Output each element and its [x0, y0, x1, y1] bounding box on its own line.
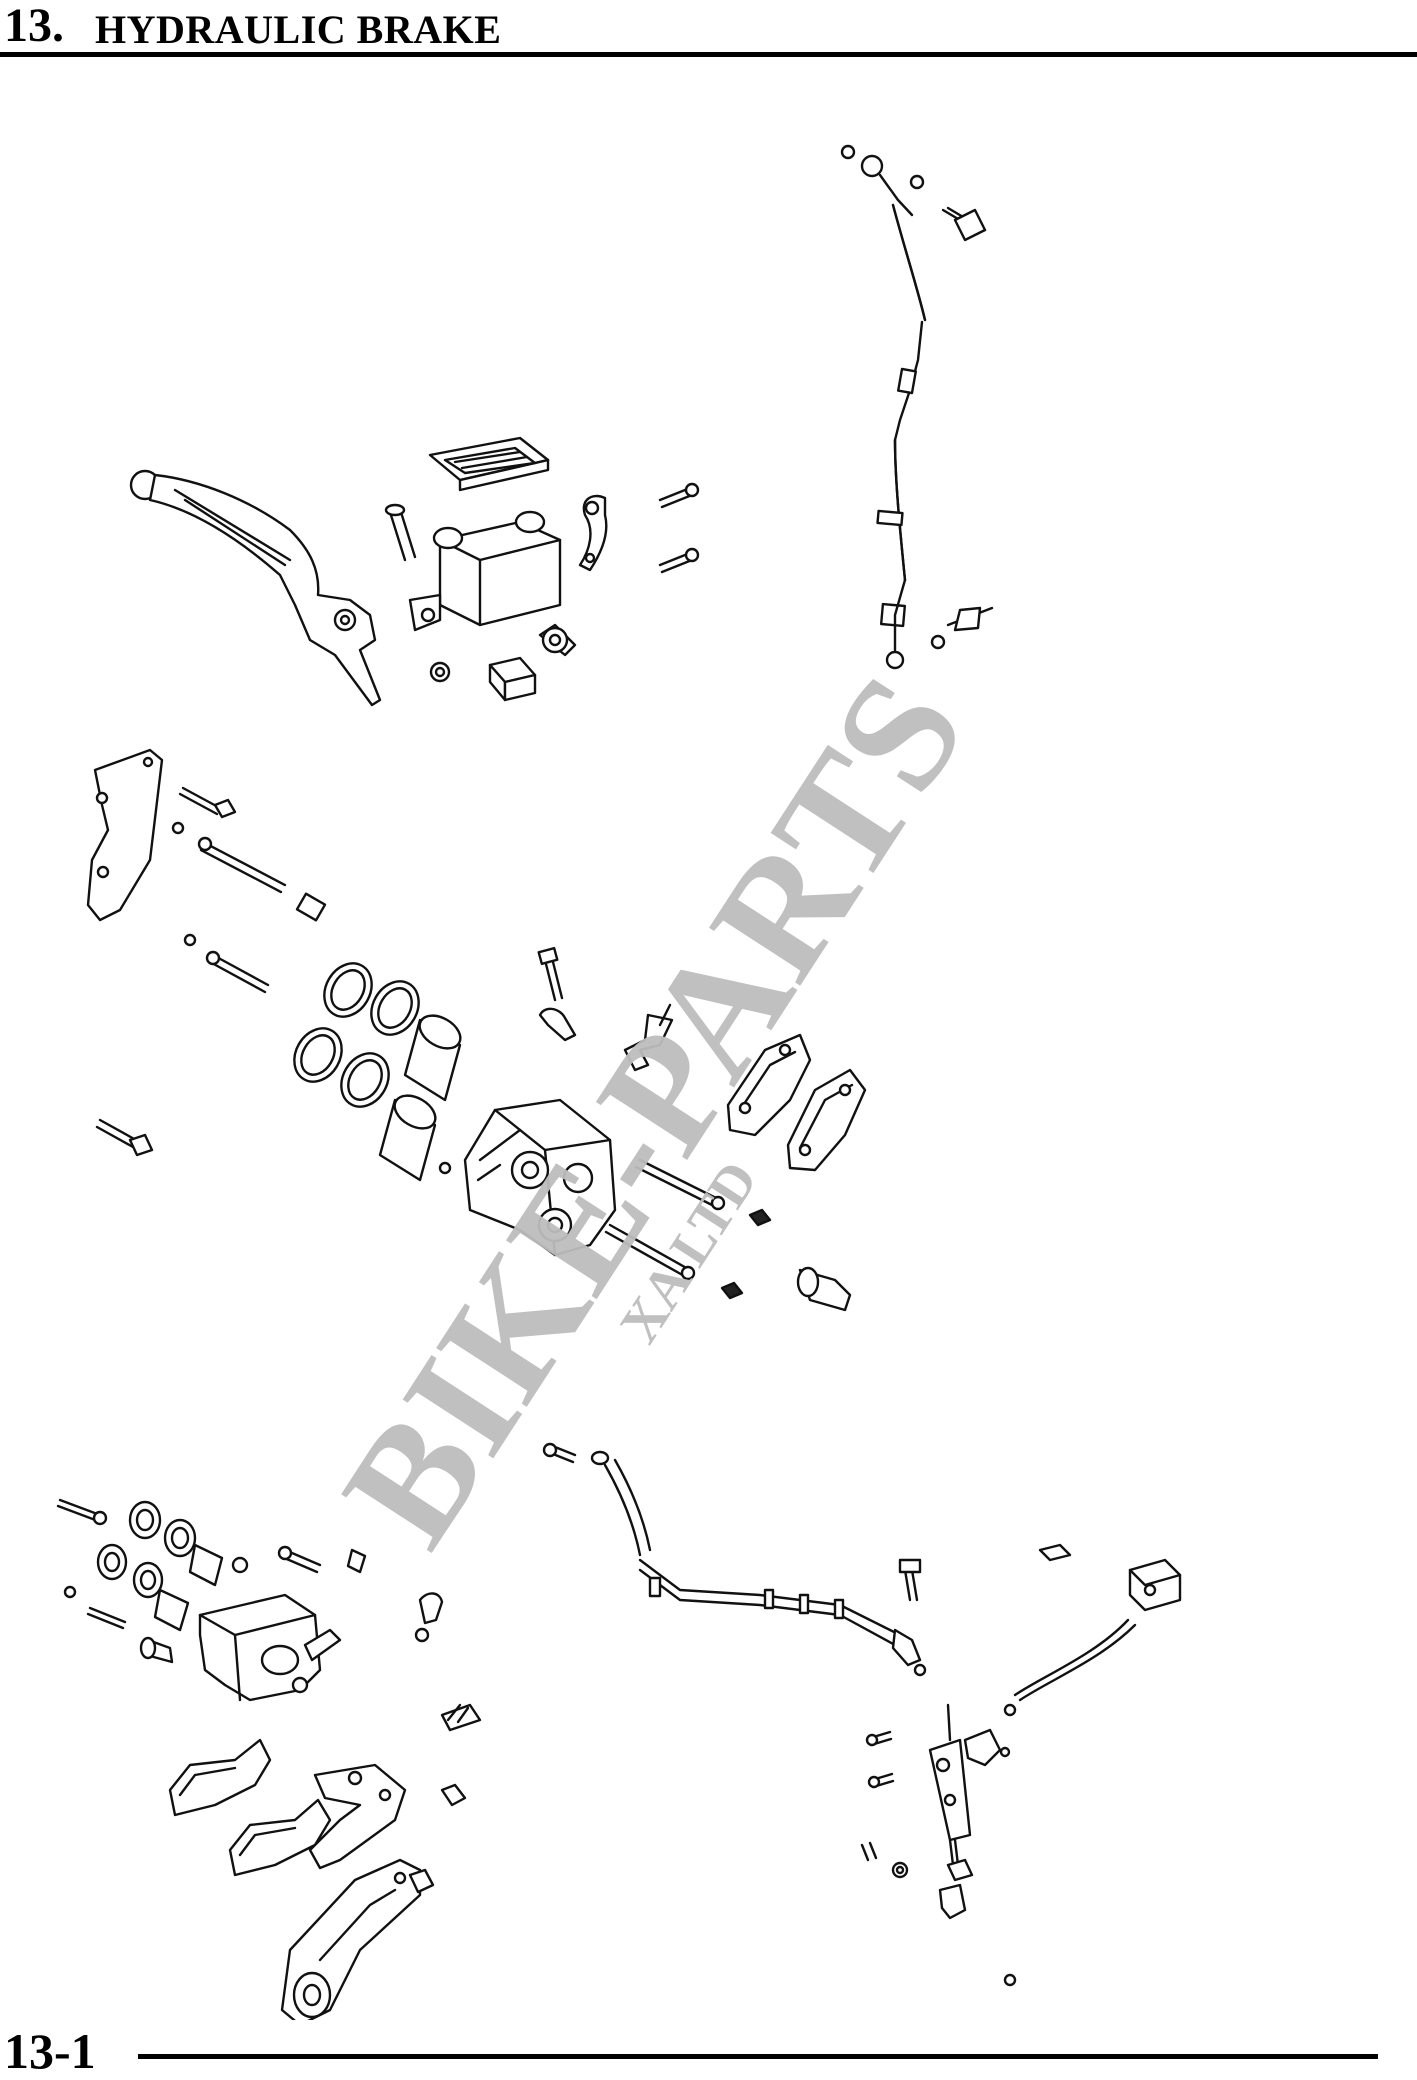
- header-rule: [0, 52, 1417, 57]
- page-header: 13. HYDRAULIC BRAKE: [0, 0, 1417, 60]
- pad-spring: [623, 1003, 674, 1072]
- section-number: 13.: [4, 0, 64, 52]
- rear-caliper-bracket: [280, 1763, 467, 2020]
- footer-rule: [138, 2054, 1378, 2059]
- page-number: 13-1: [4, 2023, 96, 2079]
- bleeder-valve: [537, 946, 577, 1042]
- brake-light-switch: [488, 656, 537, 702]
- rear-caliper-assembly: [56, 1498, 482, 1732]
- exploded-parts-diagram: BIKE-PARTS XA LTD: [56, 144, 1182, 2020]
- front-brake-pads: [726, 1033, 867, 1172]
- section-title: HYDRAULIC BRAKE: [95, 7, 502, 52]
- rear-brake-hose: [542, 1442, 927, 1677]
- front-master-cylinder: [384, 436, 700, 702]
- front-caliper-body: [438, 946, 852, 1312]
- front-caliper-bracket: [86, 748, 327, 1157]
- banjo-bolt: [941, 206, 987, 242]
- caliper-pins: [604, 1158, 772, 1300]
- caliper-mount-bolt: [796, 1266, 852, 1312]
- front-caliper-seals: [293, 962, 462, 1182]
- brake-lever: [129, 469, 382, 707]
- handlebar-clamp: [578, 494, 608, 572]
- banjo-bolt-lower: [946, 606, 994, 632]
- rear-master-cylinder: [860, 1543, 1182, 1987]
- page-footer: 13-1: [0, 2020, 1417, 2080]
- rear-brake-pads: [168, 1738, 332, 1877]
- front-brake-hose: [840, 144, 994, 670]
